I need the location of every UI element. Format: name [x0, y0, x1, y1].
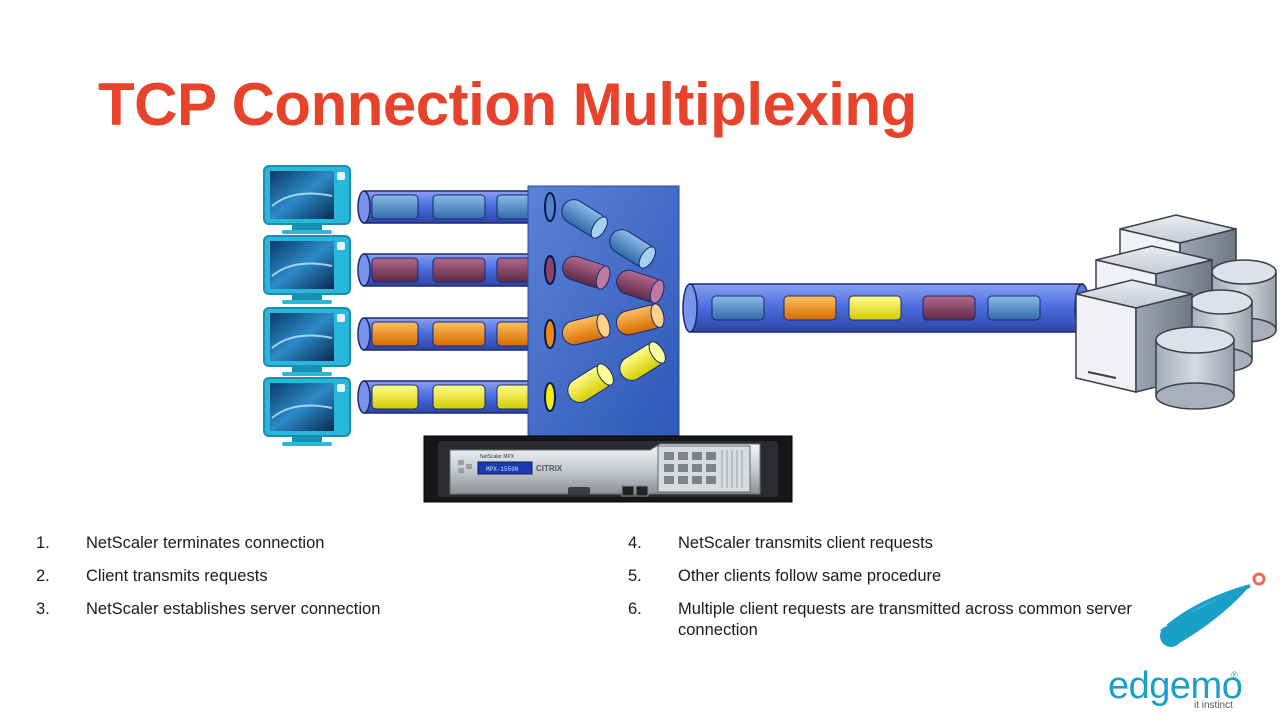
packet-orange [561, 313, 611, 346]
packet-yellow [567, 363, 614, 403]
step-number: 2. [36, 567, 50, 585]
packet-yellow [619, 341, 666, 381]
server-stack-icon [1075, 214, 1277, 410]
packet-blue [561, 199, 608, 239]
client-pipe [357, 317, 535, 351]
client-pipe [357, 190, 535, 224]
packet-plum [616, 269, 665, 304]
step-number: 1. [36, 534, 50, 552]
edgemo-logo-mark [1160, 572, 1266, 647]
steps-list-left: 1. NetScaler terminates connection 2. Cl… [36, 533, 556, 632]
client-computer-icon [263, 235, 351, 304]
appliance-brand: CITRIX [536, 464, 563, 473]
netscaler-panel [527, 185, 680, 439]
step-number: 3. [36, 600, 50, 618]
list-item: 5. Other clients follow same procedure [628, 566, 1198, 587]
packet-orange [615, 303, 665, 336]
appliance-model-label: NetScaler MPX [480, 454, 515, 460]
step-number: 4. [628, 534, 642, 552]
client-pipe [357, 253, 535, 287]
steps-list-right: 4. NetScaler transmits client requests 5… [628, 533, 1198, 653]
logo-wordmark: edgemo [1108, 665, 1243, 707]
server-pipe [682, 283, 1090, 333]
step-text: NetScaler establishes server connection [86, 600, 381, 618]
appliance-lcd-text: MPX-15500 [486, 466, 519, 473]
packet-plum [562, 255, 611, 290]
step-text: Other clients follow same procedure [678, 567, 942, 585]
edgemo-logo: edgemo ® it instinct [1108, 665, 1243, 711]
step-text: Multiple client requests are transmitted… [678, 600, 1132, 639]
step-text: NetScaler transmits client requests [678, 534, 933, 552]
logo-registered-mark: ® [1231, 670, 1238, 680]
list-item: 1. NetScaler terminates connection [36, 533, 556, 554]
list-item: 3. NetScaler establishes server connecti… [36, 599, 556, 620]
client-pipe [357, 380, 535, 414]
client-pipes [357, 190, 535, 414]
step-text: NetScaler terminates connection [86, 534, 325, 552]
client-computer-icon [263, 307, 351, 376]
slide-title: TCP Connection Multiplexing [98, 71, 917, 138]
logo-tagline: it instinct [1194, 700, 1233, 711]
client-computer-icon [263, 377, 351, 446]
packet-blue [609, 229, 656, 269]
client-computers [263, 165, 351, 446]
step-number: 6. [628, 600, 642, 618]
netscaler-appliance: NetScaler MPX MPX-15500 CITRIX [423, 435, 793, 503]
step-number: 5. [628, 567, 642, 585]
step-text: Client transmits requests [86, 567, 268, 585]
list-item: 4. NetScaler transmits client requests [628, 533, 1198, 554]
list-item: 6. Multiple client requests are transmit… [628, 599, 1198, 641]
list-item: 2. Client transmits requests [36, 566, 556, 587]
client-computer-icon [263, 165, 351, 234]
